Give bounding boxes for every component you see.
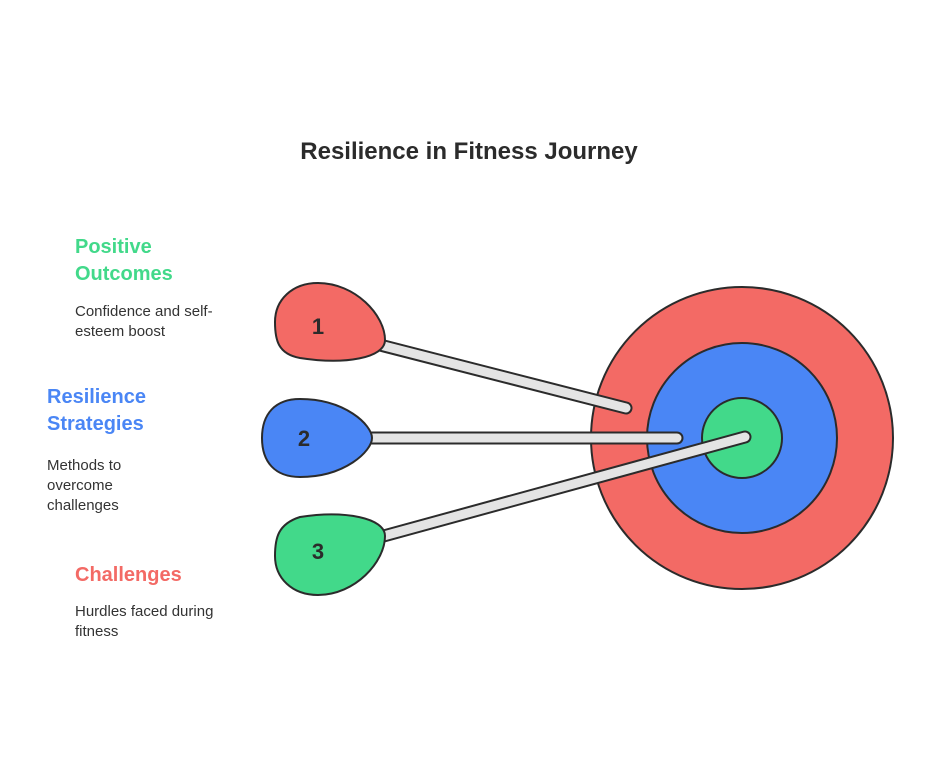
challenges-desc-line2: fitness	[75, 623, 119, 640]
resilience-strategies-heading-line2: Strategies	[47, 413, 144, 435]
positive-outcomes-description: Confidence and self- esteem boost	[75, 302, 213, 342]
resilience-strategies-description: Methods to overcome challenges	[47, 456, 121, 516]
diagram-title: Resilience in Fitness Journey	[300, 138, 638, 165]
positive-outcomes-desc-line1: Confidence and self-	[75, 303, 213, 320]
challenges-description: Hurdles faced during fitness	[75, 602, 213, 642]
positive-outcomes-desc-line2: esteem boost	[75, 323, 166, 340]
positive-outcomes-heading-line2: Outcomes	[75, 263, 173, 285]
pin-3-number: 3	[312, 539, 324, 564]
challenges-desc-line1: Hurdles faced during	[75, 603, 214, 620]
resilience-strategies-desc-line3: challenges	[47, 497, 119, 514]
resilience-strategies-desc-line1: Methods to	[47, 457, 122, 474]
resilience-strategies-heading-line1: Resilience	[47, 386, 146, 408]
resilience-strategies-heading: Resilience Strategies	[47, 384, 146, 438]
dart-pin-1: 1	[273, 281, 387, 362]
positive-outcomes-heading-line1: Positive	[75, 236, 152, 258]
challenges-heading: Challenges	[75, 564, 182, 586]
dart-pin-2: 2	[260, 397, 374, 479]
positive-outcomes-heading: Positive Outcomes	[75, 234, 173, 288]
resilience-strategies-desc-line2: overcome	[47, 477, 113, 494]
pin-1-number: 1	[312, 314, 324, 339]
pin-2-number: 2	[298, 426, 310, 451]
dart-shafts	[361, 338, 752, 544]
dart-pin-3: 3	[273, 513, 387, 597]
